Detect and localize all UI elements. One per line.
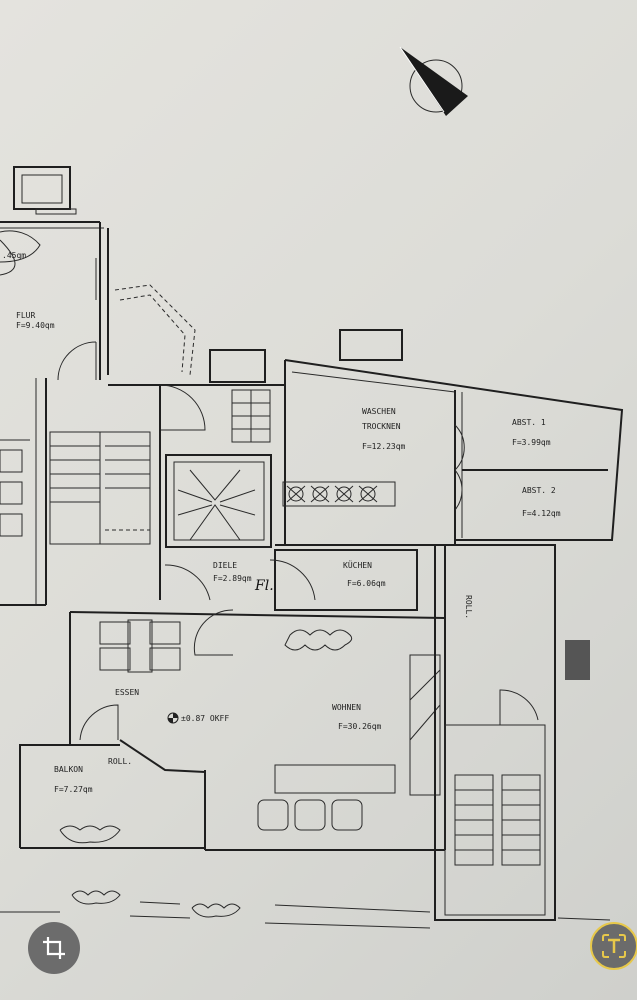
room-area-partial: .45qm — [2, 251, 26, 260]
roll-label: ROLL. — [108, 757, 132, 766]
room-name-balkon: BALKON — [54, 765, 83, 774]
room-area-abst2: F=4.12qm — [522, 509, 561, 518]
wing-top-left — [0, 166, 285, 606]
room-name-wohnen: WOHNEN — [332, 703, 361, 712]
room-name-trocknen: TROCKNEN — [362, 422, 401, 431]
room-area-diele: F=2.89qm — [213, 574, 252, 583]
crop-icon — [43, 937, 65, 959]
handwritten-note: Fl. — [254, 578, 274, 594]
north-arrow-icon — [399, 46, 468, 116]
utility-rooms — [275, 329, 624, 546]
room-area-kuechen: F=6.06qm — [347, 579, 386, 588]
room-area-waschen: F=12.23qm — [362, 442, 406, 451]
stairwell-right — [434, 544, 590, 921]
living-area — [69, 545, 446, 851]
room-name-kuechen: KÜCHEN — [343, 560, 372, 570]
ground-lines — [0, 890, 611, 929]
level-marker-icon — [167, 712, 179, 724]
room-area-flur: F=9.40qm — [16, 321, 55, 330]
room-area-balkon: F=7.27qm — [54, 785, 93, 794]
crop-button[interactable] — [28, 922, 80, 974]
room-name-diele: DIELE — [213, 561, 237, 570]
room-name-essen: ESSEN — [115, 688, 139, 697]
stairwell-center — [159, 349, 272, 600]
room-name-abst1: ABST. 1 — [512, 418, 546, 427]
room-area-abst1: F=3.99qm — [512, 438, 551, 447]
level-mark: ±0.87 OKFF — [181, 714, 229, 723]
room-name-abst2: ABST. 2 — [522, 486, 556, 495]
balcony — [19, 744, 205, 849]
room-name-waschen: WASCHEN — [362, 407, 396, 416]
roll-label: ROLL. — [464, 595, 473, 619]
room-name-flur: FLUR — [16, 311, 35, 320]
text-scan-icon — [602, 934, 626, 958]
room-area-wohnen: F=30.26qm — [338, 722, 382, 731]
text-scan-button[interactable] — [590, 922, 637, 970]
